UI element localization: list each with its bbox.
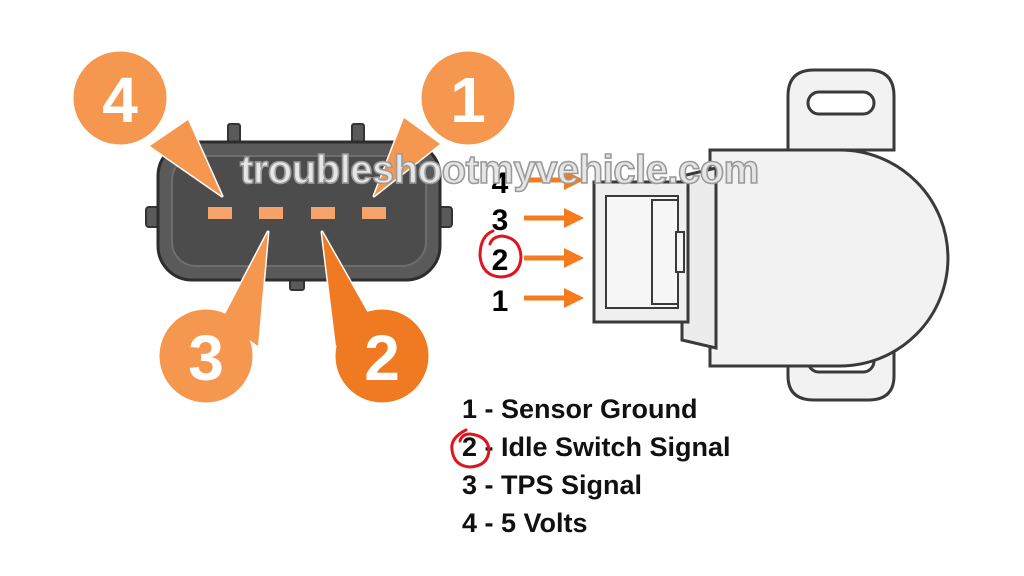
legend-line-1: 1 - Sensor Ground <box>462 394 698 424</box>
legend-line-2: 2 - Idle Switch Signal <box>462 432 731 462</box>
sensor-pin-label-4: 4 <box>492 167 509 200</box>
callout-2-number: 2 <box>364 322 400 394</box>
watermark-text: troubleshootmyvehicle.com <box>240 148 759 192</box>
callout-4-number: 4 <box>102 64 138 136</box>
sensor-pin-labels: 4 3 2 1 <box>492 167 509 318</box>
callout-1: 1 <box>372 48 518 198</box>
connector-pin-4 <box>208 207 232 219</box>
callout-3: 3 <box>156 230 270 406</box>
tps-sensor <box>592 68 950 402</box>
callout-2: 2 <box>320 230 432 406</box>
sensor-pin-label-1: 1 <box>492 285 509 318</box>
callout-1-number: 1 <box>450 64 486 136</box>
callout-4: 4 <box>70 48 224 198</box>
sensor-pin-label-2: 2 <box>492 244 509 277</box>
connector-pin-3 <box>259 207 283 219</box>
connector-pin-2 <box>311 207 335 219</box>
legend-line-3: 3 - TPS Signal <box>462 470 642 500</box>
connector-pin-1 <box>362 207 386 219</box>
pin-2-highlight-circle <box>478 229 523 279</box>
legend-2-highlight-circle <box>450 428 491 469</box>
sensor-pin-label-3: 3 <box>492 204 509 237</box>
harness-connector <box>145 123 453 291</box>
legend-line-4: 4 - 5 Volts <box>462 508 588 538</box>
sensor-pin-arrows <box>524 170 584 308</box>
pin-legend: 1 - Sensor Ground 2 - Idle Switch Signal… <box>462 394 731 538</box>
callout-3-number: 3 <box>188 322 224 394</box>
